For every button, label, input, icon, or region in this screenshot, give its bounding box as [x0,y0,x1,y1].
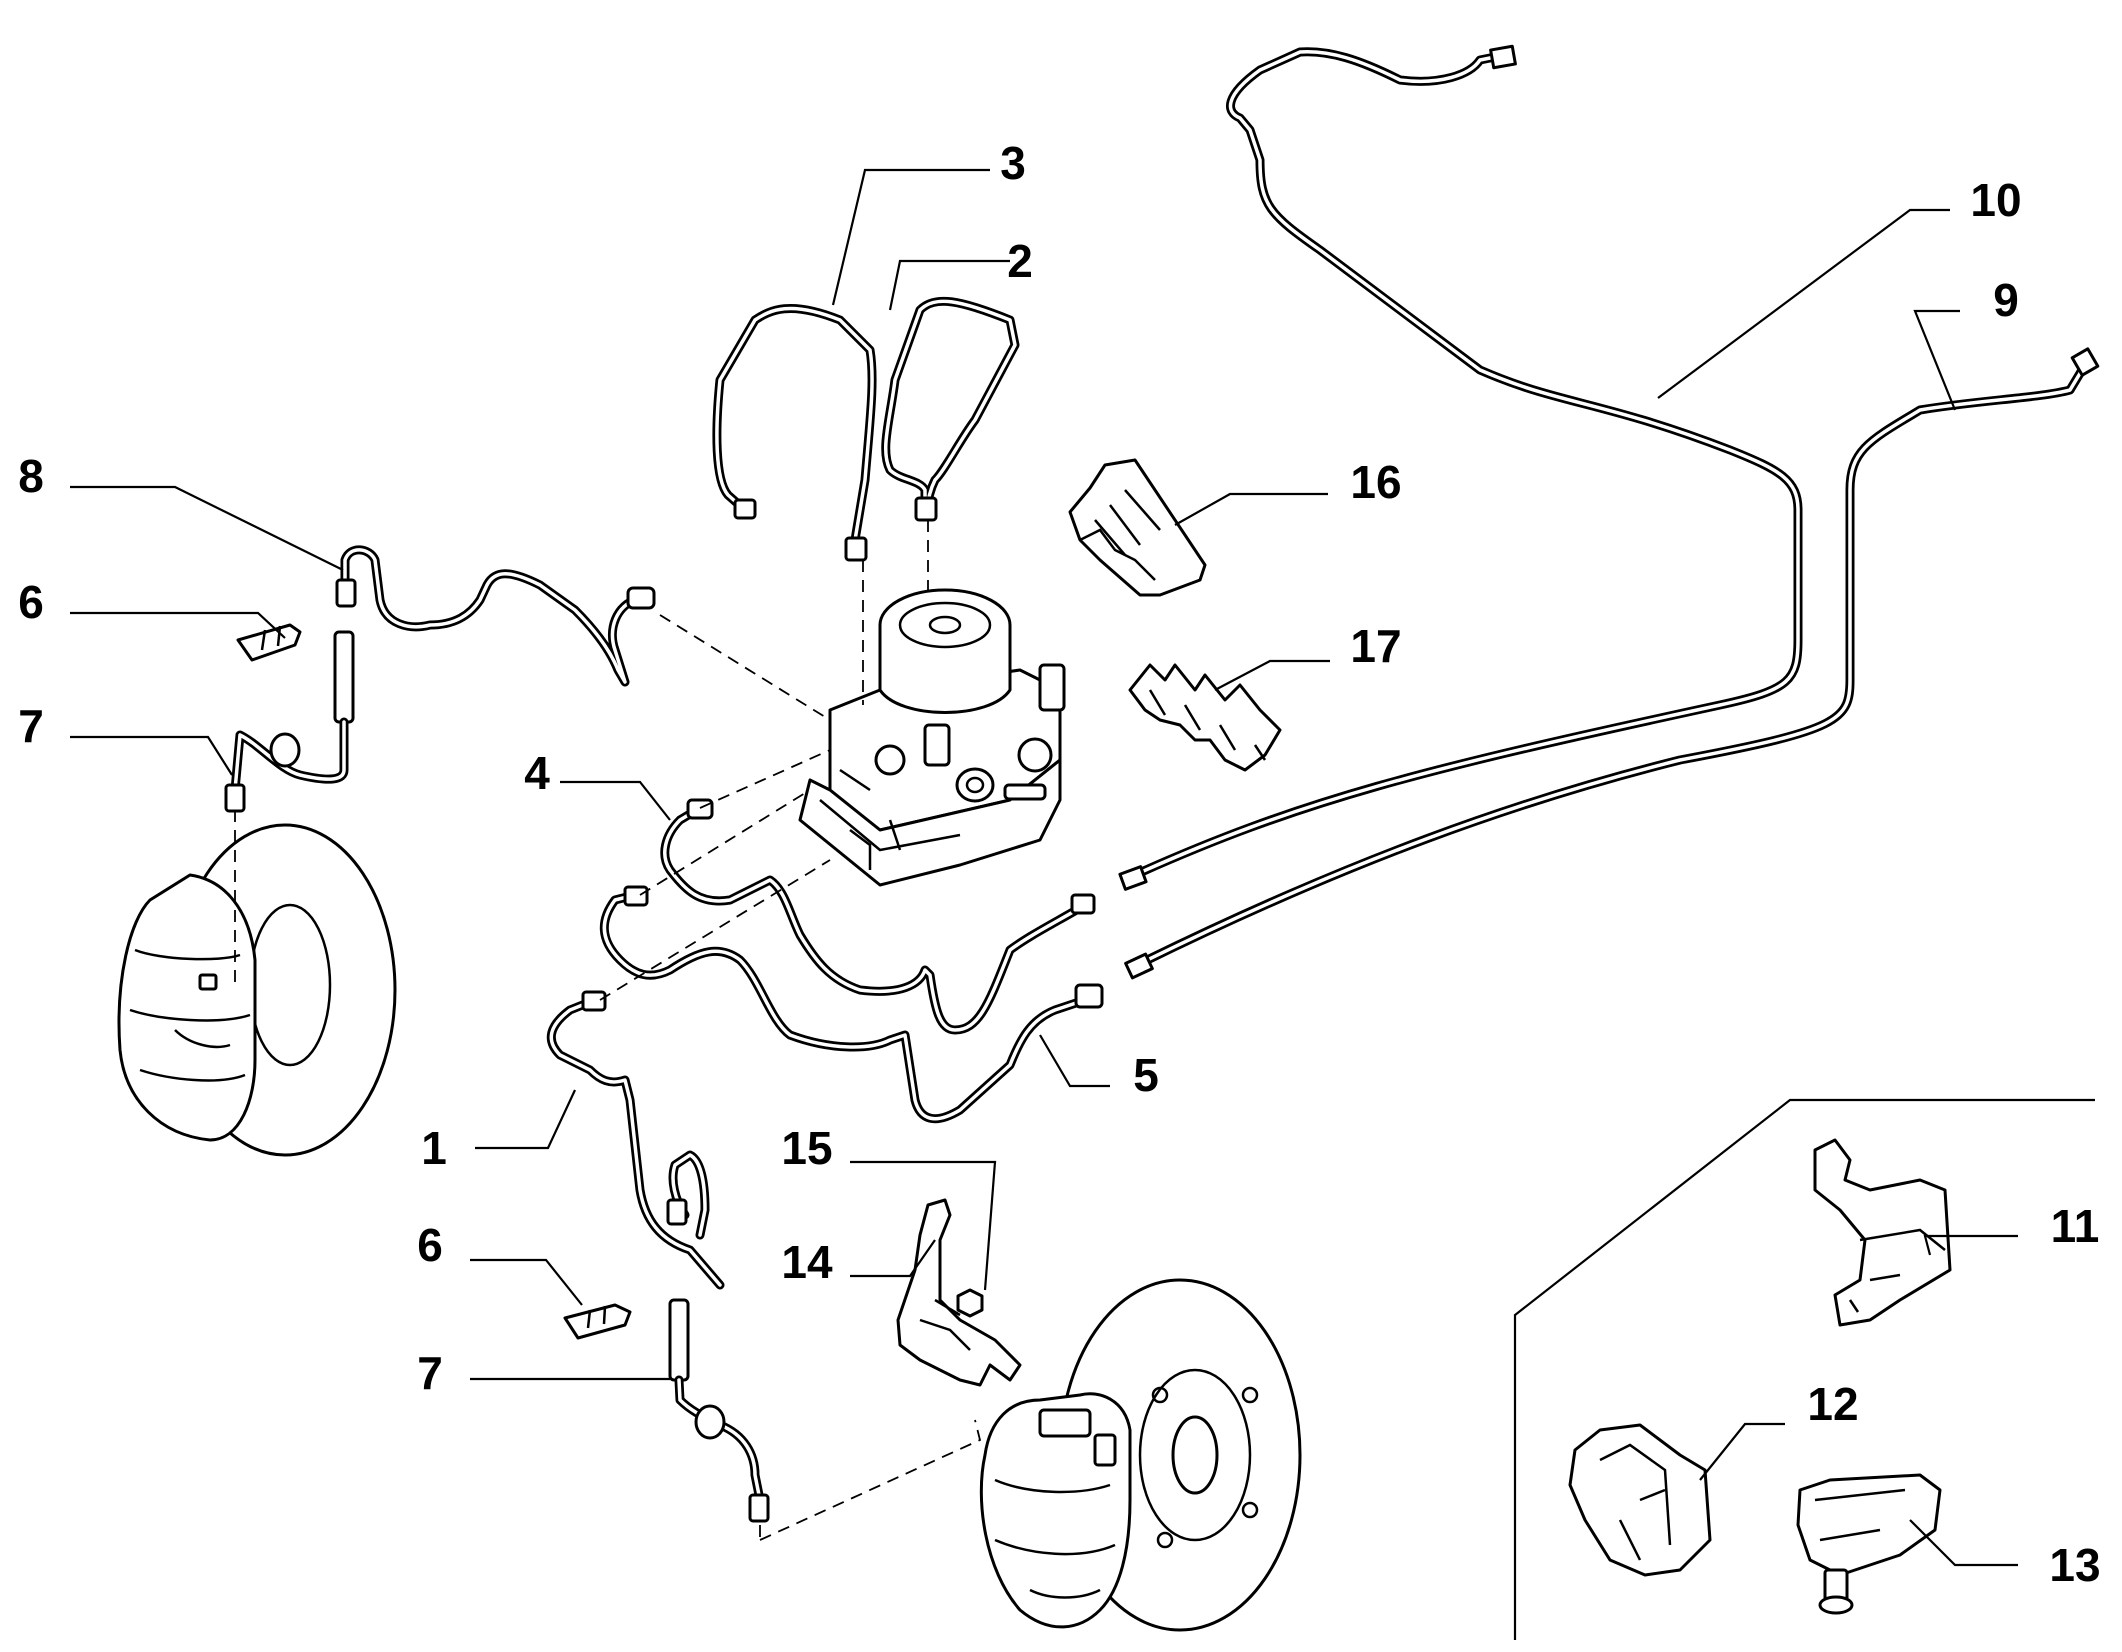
bracket-14 [896,1198,1022,1387]
label-6-lower: 6 [417,1219,443,1271]
brake-disc-left [117,823,397,1157]
abs-modulator [798,588,1066,887]
label-5: 5 [1133,1049,1159,1101]
label-7-lower: 7 [417,1347,443,1399]
pipe-4 [660,798,1096,1035]
label-10: 10 [1970,174,2021,226]
bracket-11 [1813,1138,1952,1327]
label-11: 11 [2051,1200,2100,1252]
label-2: 2 [1007,235,1033,287]
pipe-2 [881,296,1020,522]
pipe-3 [712,303,877,562]
assembly-dash-lines [234,520,982,1541]
pipe-1 [546,990,725,1290]
label-12: 12 [1807,1378,1858,1430]
pipe-10 [1118,44,1803,891]
clip-6-upper [236,623,302,662]
label-14: 14 [781,1236,833,1288]
hose-7-lower [668,1298,770,1523]
label-3: 3 [1000,137,1026,189]
label-4: 4 [524,747,550,799]
pipe-8 [335,545,656,687]
inset-frame [1513,1098,2095,1640]
label-1: 1 [421,1122,447,1174]
clip-17 [1128,663,1282,772]
pipe-5 [599,885,1104,1124]
clip-12 [1568,1423,1712,1577]
label-7-upper: 7 [18,700,44,752]
reference-labels: 1 2 3 4 5 6 6 7 7 8 9 10 11 12 13 14 15 … [18,137,2100,1591]
bracket-16 [1068,458,1207,597]
clip-6-lower [563,1303,632,1340]
label-17: 17 [1350,620,1401,672]
label-9: 9 [1993,274,2019,326]
label-6-upper: 6 [18,576,44,628]
brake-disc-right [979,1278,1302,1632]
label-16: 16 [1350,456,1401,508]
label-13: 13 [2049,1539,2100,1591]
hose-7-upper [224,630,355,813]
label-8: 8 [18,450,44,502]
pipe-9 [1124,347,2100,980]
label-15: 15 [781,1122,832,1174]
nut-15 [956,1288,984,1318]
sensor-13 [1796,1473,1942,1615]
leader-lines [70,168,2018,1567]
